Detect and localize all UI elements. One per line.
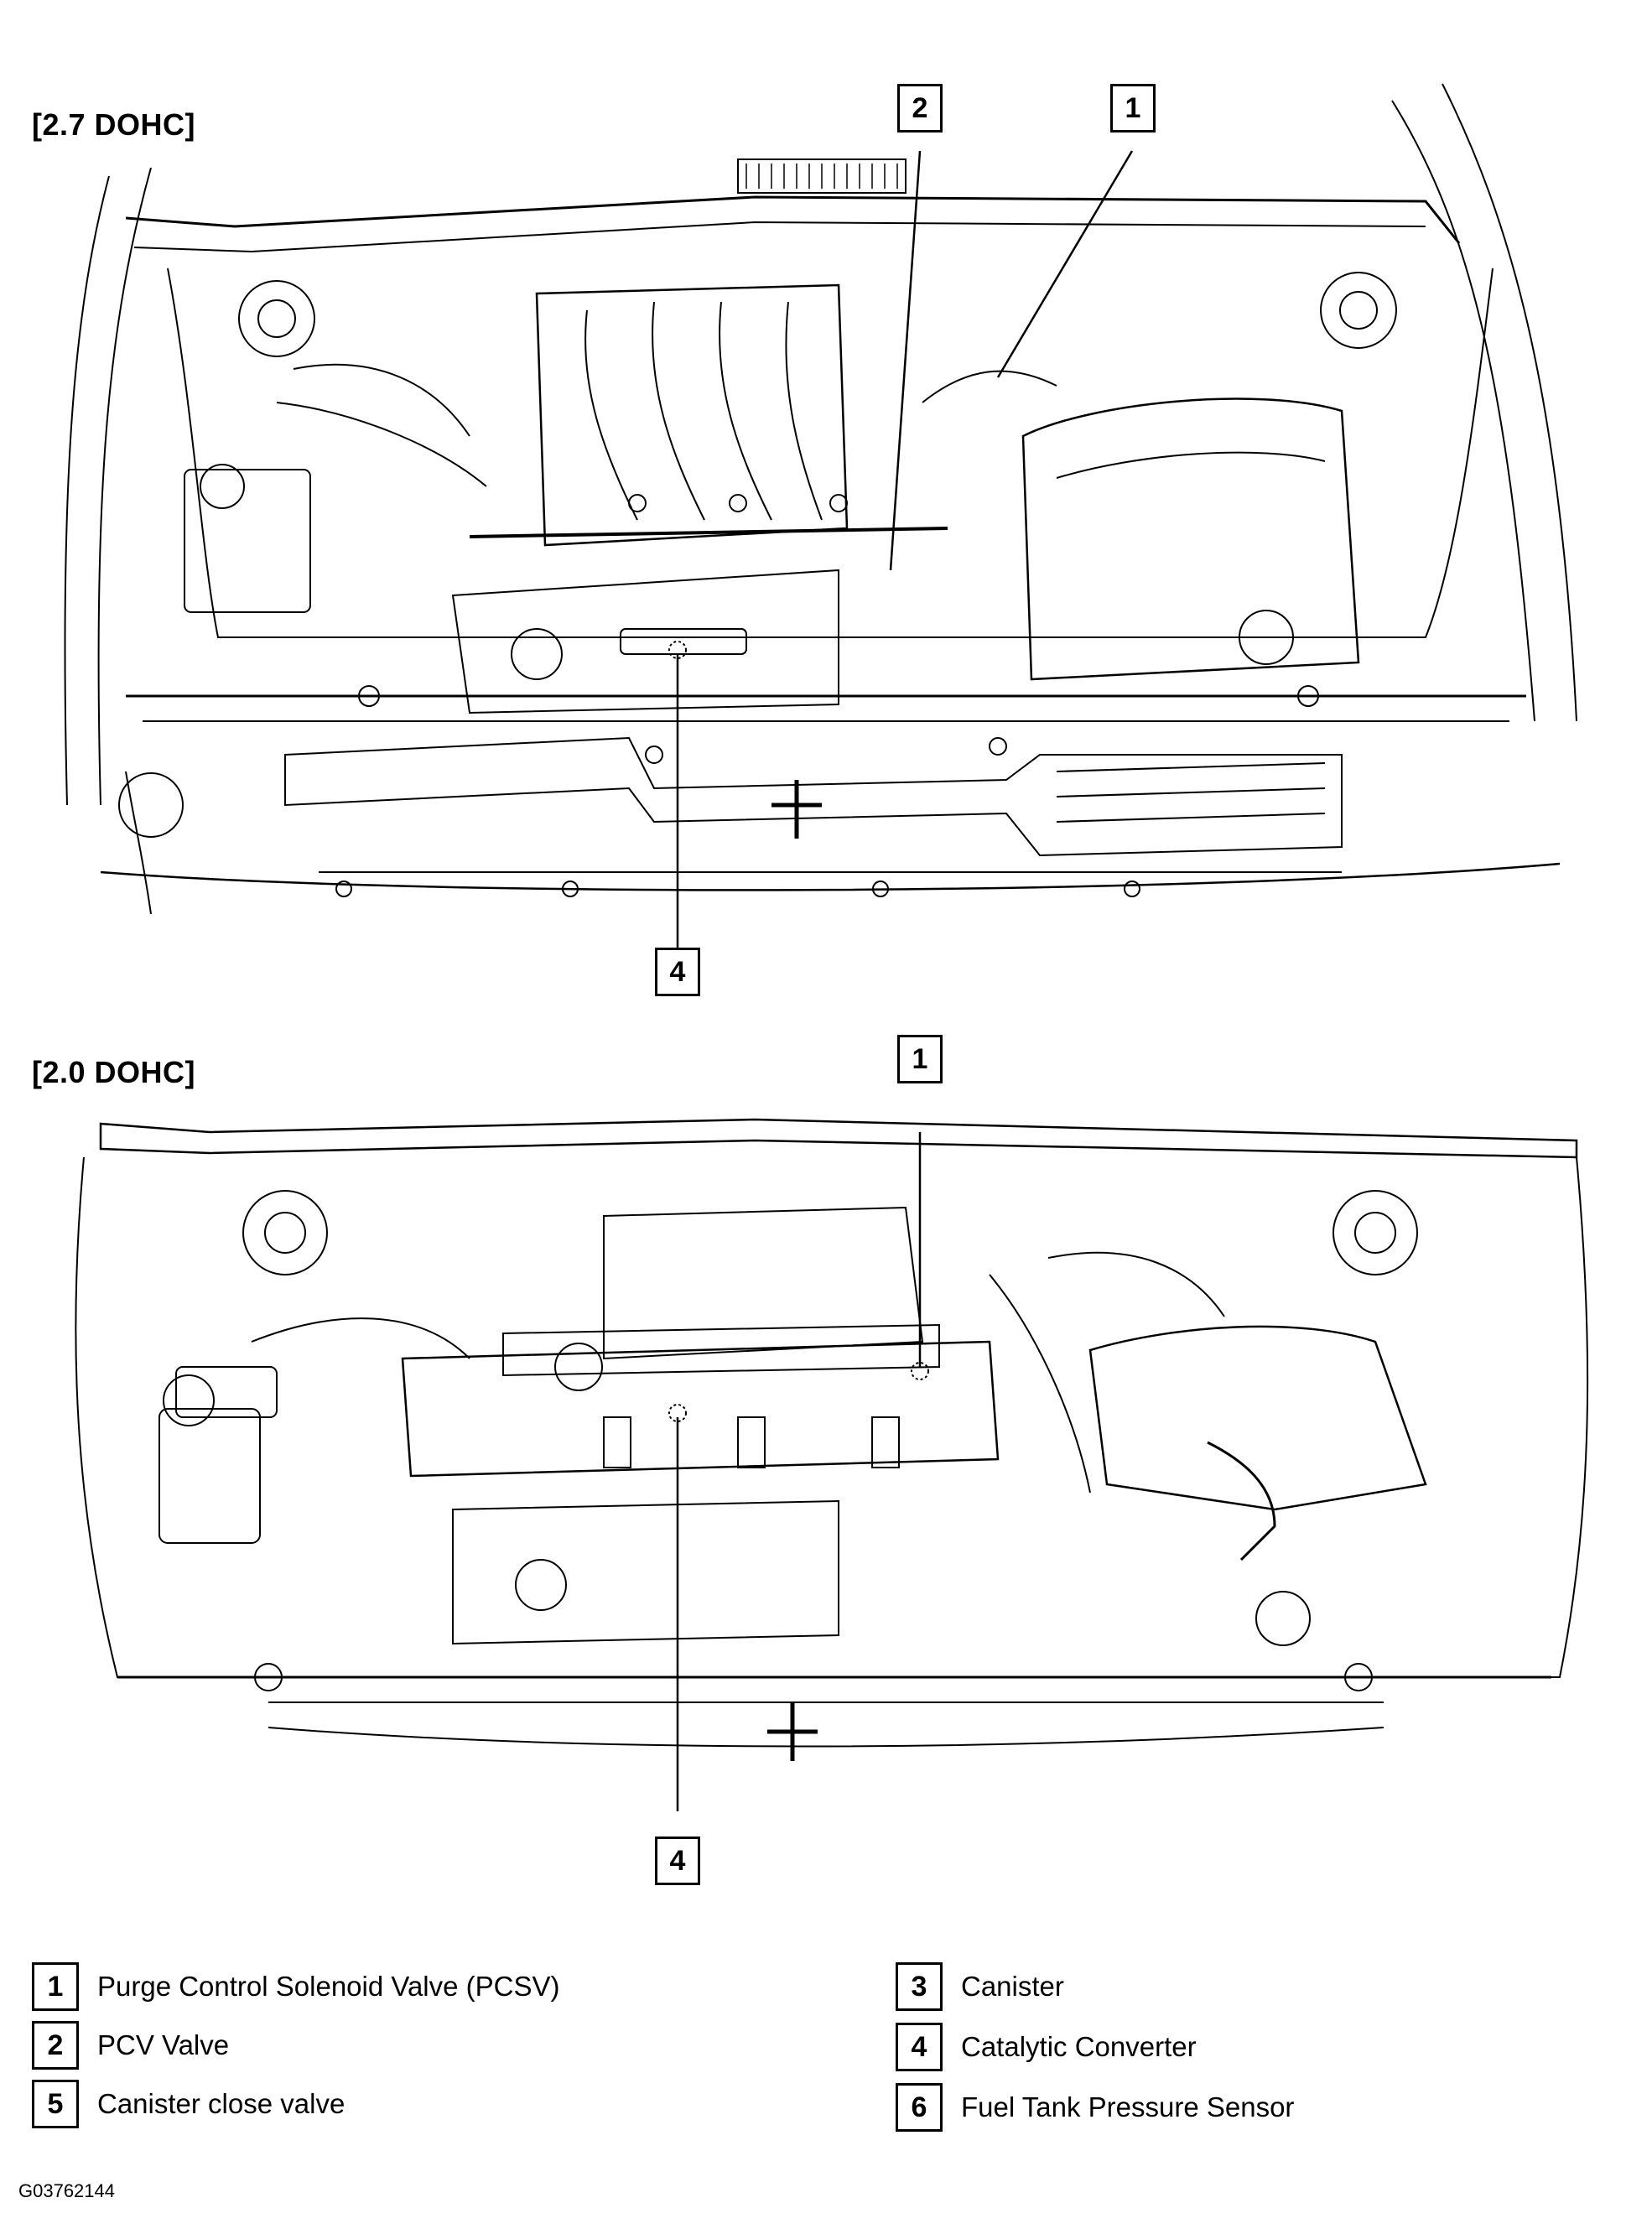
legend-label: PCV Valve [97, 2029, 230, 2060]
legend-number: 2 [32, 2021, 79, 2070]
legend-item-2: 2 PCV Valve [32, 2021, 229, 2070]
legend-number: 6 [896, 2083, 943, 2132]
legend-number: 4 [896, 2023, 943, 2071]
legend-label: Canister close valve [97, 2088, 345, 2119]
legend-number: 3 [896, 1962, 943, 2011]
legend-label: Fuel Tank Pressure Sensor [961, 2091, 1295, 2122]
legend-item-6: 6 Fuel Tank Pressure Sensor [896, 2083, 1294, 2132]
legend-label: Catalytic Converter [961, 2031, 1197, 2062]
legend-item-1: 1 Purge Control Solenoid Valve (PCSV) [32, 1962, 560, 2011]
callout-4-bottom: 4 [655, 1837, 700, 1885]
engine-bay-2-0-dohc-drawing [0, 1090, 1652, 1837]
legend-number: 1 [32, 1962, 79, 2011]
legend-number: 5 [32, 2080, 79, 2128]
legend-label: Purge Control Solenoid Valve (PCSV) [97, 1971, 560, 2002]
callout-2-top: 2 [897, 84, 943, 132]
panel-title-2-7-dohc: [2.7 DOHC] [32, 107, 196, 142]
engine-bay-2-7-dohc-drawing [0, 50, 1652, 964]
legend-label: Canister [961, 1971, 1064, 2002]
callout-1-top: 1 [1110, 84, 1156, 132]
legend-item-5: 5 Canister close valve [32, 2080, 345, 2128]
panel-title-2-0-dohc: [2.0 DOHC] [32, 1055, 196, 1089]
figure-id: G03762144 [18, 2180, 115, 2201]
legend-item-3: 3 Canister [896, 1962, 1064, 2011]
callout-4-top: 4 [655, 948, 700, 996]
callout-1-bottom: 1 [897, 1035, 943, 1083]
legend-item-4: 4 Catalytic Converter [896, 2023, 1197, 2071]
